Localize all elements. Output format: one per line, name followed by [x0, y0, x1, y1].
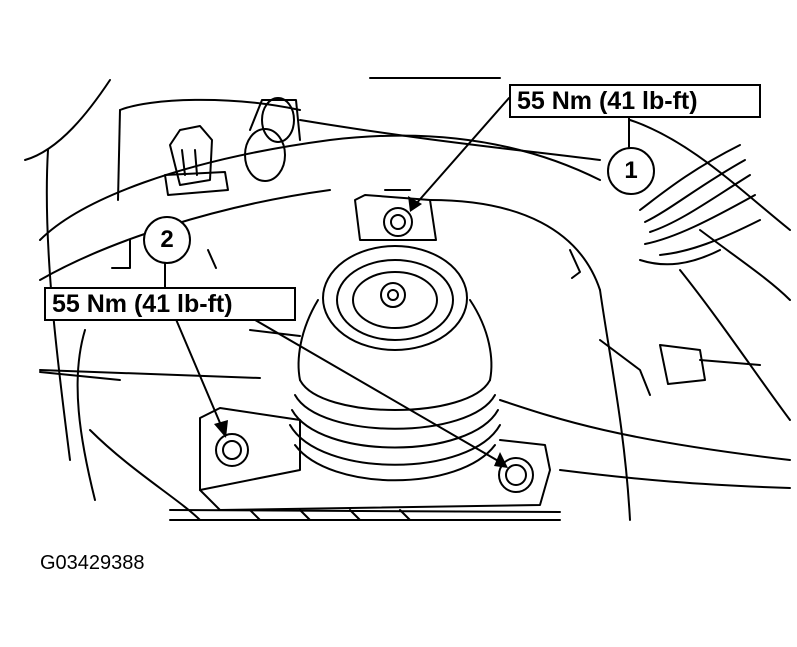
figure-id-label: G03429388 — [40, 552, 145, 574]
clip-bracket — [164, 97, 301, 196]
arrowheads — [214, 196, 508, 468]
lower-bracket-plate — [169, 407, 561, 521]
lower-bolt-right — [498, 457, 534, 493]
torque-label-1: 55 Nm (41 lb-ft) — [509, 84, 761, 118]
leader-lines — [164, 97, 630, 463]
background-structure — [24, 77, 791, 521]
torque-label-2: 55 Nm (41 lb-ft) — [44, 287, 296, 321]
callout-number-1: 1 — [607, 147, 655, 195]
callout-number-2: 2 — [143, 216, 191, 264]
upper-stud-bolt — [354, 189, 437, 241]
wiring-harness — [639, 144, 761, 266]
lower-bolt-left — [215, 433, 249, 467]
engine-mount-body — [289, 245, 501, 482]
